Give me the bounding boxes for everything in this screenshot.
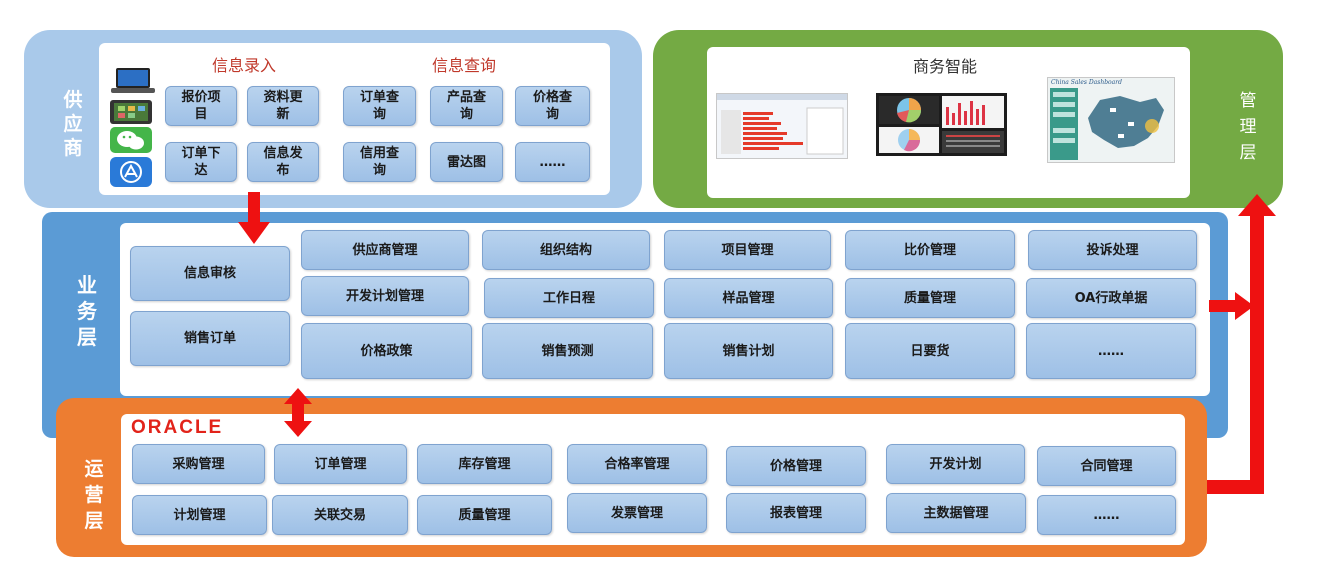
operation-button[interactable]: 库存管理	[417, 444, 552, 484]
query-button[interactable]: 信用查询	[343, 142, 416, 182]
operation-button[interactable]: 计划管理	[132, 495, 267, 535]
business-button[interactable]: 价格政策	[301, 323, 472, 379]
management-label: 管理层	[1239, 91, 1257, 163]
entry-button[interactable]: 报价项目	[165, 86, 237, 126]
business-button[interactable]: 样品管理	[664, 278, 833, 318]
bi-title: 商务智能	[913, 57, 978, 76]
business-button[interactable]: ……	[1026, 323, 1196, 379]
query-button[interactable]: 雷达图	[430, 142, 503, 182]
tablet-icon	[110, 100, 152, 124]
dashboard-caption: China Sales Dashboard	[1051, 79, 1122, 86]
query-button[interactable]: 价格查询	[515, 86, 590, 126]
operation-button[interactable]: 报表管理	[726, 493, 866, 533]
business-button[interactable]: 项目管理	[664, 230, 831, 270]
wechat-icon	[110, 127, 152, 153]
business-button[interactable]: 日要货	[845, 323, 1015, 379]
business-button[interactable]: 质量管理	[845, 278, 1015, 318]
business-button[interactable]: 组织结构	[482, 230, 650, 270]
laptop-icon	[110, 67, 156, 95]
map-dashboard-thumbnail: China Sales Dashboard	[1047, 77, 1175, 163]
operation-button[interactable]: 合格率管理	[567, 444, 707, 484]
business-button[interactable]: 销售预测	[482, 323, 653, 379]
business-button[interactable]: 比价管理	[845, 230, 1015, 270]
entry-button[interactable]: 资料更新	[247, 86, 319, 126]
operation-button[interactable]: 开发计划	[886, 444, 1025, 484]
entry-button[interactable]: 信息发布	[247, 142, 319, 182]
business-button[interactable]: 供应商管理	[301, 230, 469, 270]
query-button[interactable]: 产品查询	[430, 86, 503, 126]
operation-button[interactable]: 主数据管理	[886, 493, 1026, 533]
operation-label: 运营层	[84, 458, 104, 532]
query-title: 信息查询	[432, 56, 497, 75]
operation-button[interactable]: 采购管理	[132, 444, 265, 484]
operation-button[interactable]: 价格管理	[726, 446, 866, 486]
sales-order-button[interactable]: 销售订单	[130, 311, 290, 366]
operation-button[interactable]: ……	[1037, 495, 1176, 535]
business-label: 业务层	[77, 273, 97, 349]
business-button[interactable]: 开发计划管理	[301, 276, 469, 316]
operation-button[interactable]: 订单管理	[274, 444, 407, 484]
supplier-label: 供应商	[63, 89, 83, 159]
entry-button[interactable]: 订单下达	[165, 142, 237, 182]
business-button[interactable]: OA行政单据	[1026, 278, 1196, 318]
query-button[interactable]: 订单查询	[343, 86, 416, 126]
query-button[interactable]: ……	[515, 142, 590, 182]
entry-title: 信息录入	[212, 56, 277, 75]
business-button[interactable]: 销售计划	[664, 323, 833, 379]
operation-button[interactable]: 关联交易	[272, 495, 408, 535]
operation-button[interactable]: 合同管理	[1037, 446, 1176, 486]
operation-button[interactable]: 质量管理	[417, 495, 552, 535]
app-store-icon	[110, 157, 152, 187]
report-thumbnail	[716, 93, 848, 159]
business-button[interactable]: 工作日程	[484, 278, 654, 318]
business-button[interactable]: 投诉处理	[1028, 230, 1197, 270]
audit-button[interactable]: 信息审核	[130, 246, 290, 301]
operation-button[interactable]: 发票管理	[567, 493, 707, 533]
pie-dashboard-thumbnail	[876, 93, 1007, 156]
oracle-logo: ORACLE	[131, 417, 224, 438]
